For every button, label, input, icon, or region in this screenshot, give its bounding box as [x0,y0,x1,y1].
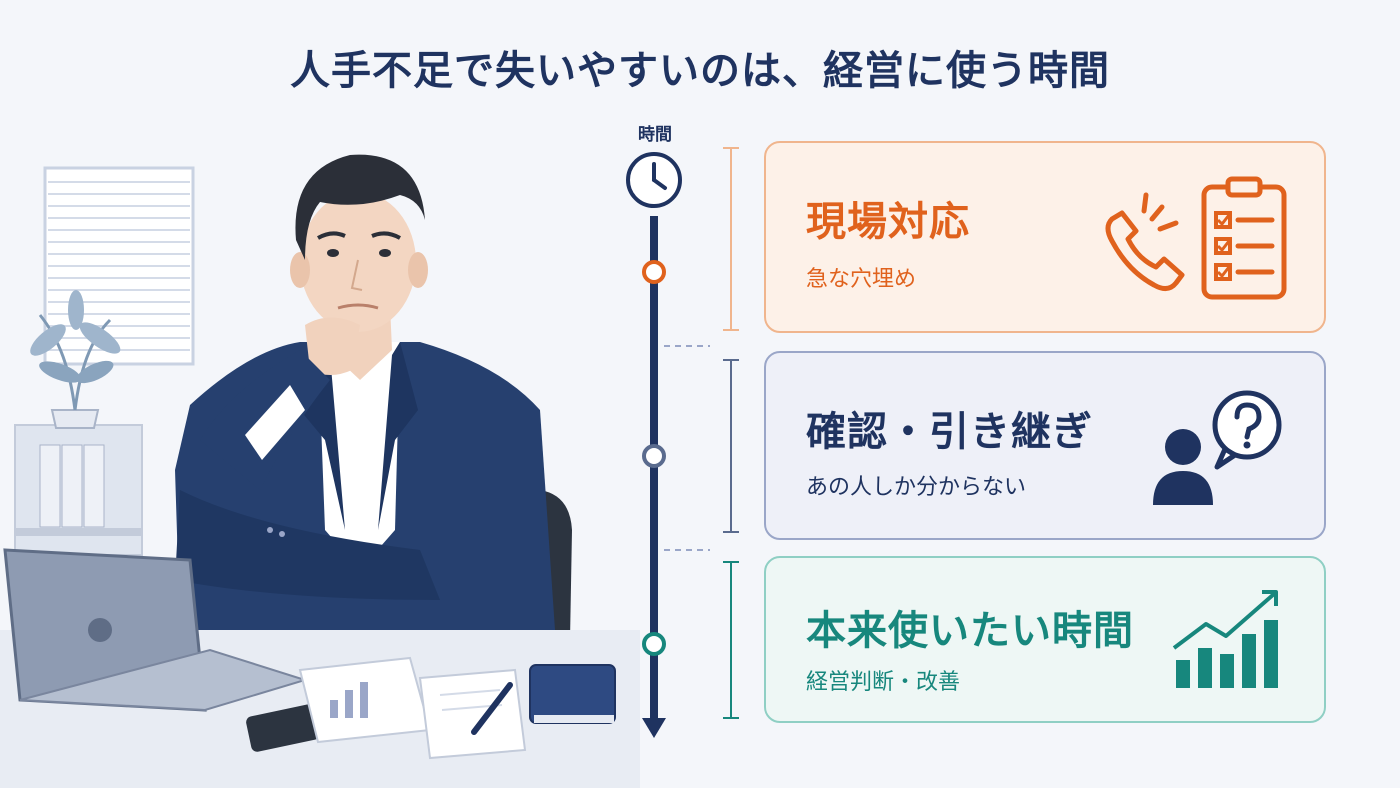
timeline-label: 時間 [638,125,672,145]
card-heading: 本来使いたい時間 [806,608,1134,654]
card-heading: 現場対応 [806,199,970,245]
smartphone-icon [246,704,320,752]
plant-icon [30,290,121,429]
businessman-illustration [0,154,640,788]
card-field-response: 現場対応 急な穴埋め [764,141,1326,333]
time-timeline: 時間 [600,110,750,750]
bookshelf [14,424,143,556]
page-title: 人手不足で失いやすいのは、経営に使う時間 [290,48,1110,94]
bracket-2 [723,359,739,533]
card-heading: 確認・引き継ぎ [806,409,1093,455]
timeline-node-1 [642,260,666,284]
window-blinds [43,166,195,366]
clipboard-checklist-icon [1201,176,1287,300]
card-subtext: 急な穴埋め [806,267,917,292]
growth-chart-icon [1172,590,1278,688]
timeline-arrow [642,718,666,738]
report-paper [298,656,432,744]
person-question-icon [1153,390,1282,505]
card-confirm-handover: 確認・引き継ぎ あの人しか分からない [764,351,1326,540]
timeline-graphic [626,152,750,738]
bracket-3 [723,561,739,719]
bracket-1 [723,147,739,331]
card-desired-time: 本来使いたい時間 経営判断・改善 [764,556,1326,723]
laptop-icon [3,548,309,712]
notebook-icon [529,664,616,724]
card-subtext: 経営判断・改善 [806,670,961,695]
bracket-group [723,147,739,719]
businessman [175,154,555,630]
timeline-node-3 [642,632,666,656]
clock-icon [626,152,682,208]
card-subtext: あの人しか分からない [806,475,1027,500]
phone-icon [1105,192,1185,291]
timeline-node-2 [642,444,666,468]
memo-paper [418,668,527,760]
